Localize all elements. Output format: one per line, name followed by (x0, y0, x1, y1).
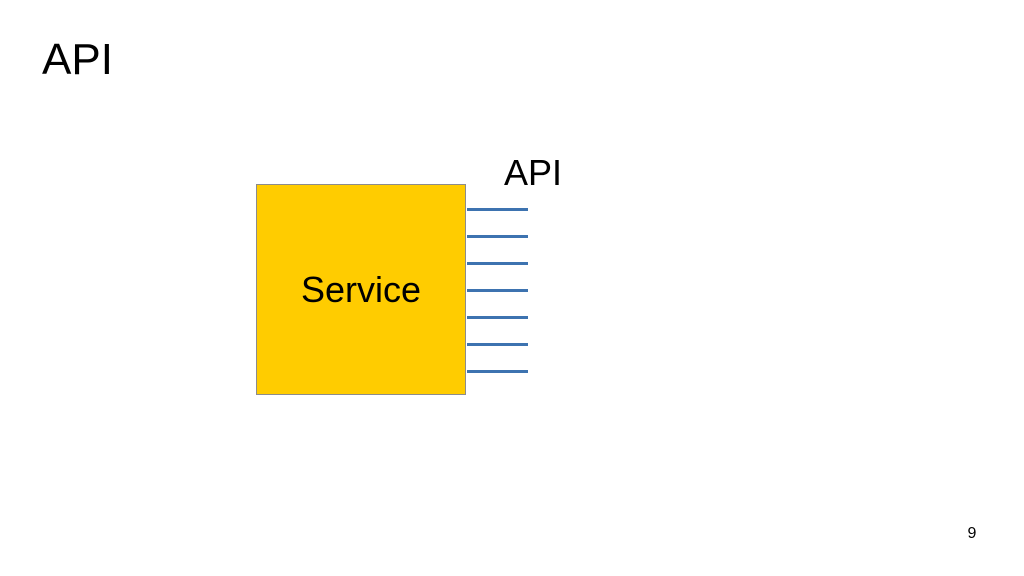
service-label: Service (300, 268, 422, 310)
slide-title: API (42, 35, 113, 84)
page-number: 9 (967, 525, 977, 542)
api-endpoint-line (467, 289, 528, 292)
api-endpoint-line (467, 208, 528, 211)
api-endpoint-line (467, 235, 528, 238)
api-endpoint-line (467, 343, 528, 346)
service-box: Service (256, 184, 466, 395)
api-label: API (504, 152, 563, 193)
api-endpoint-line (467, 370, 528, 373)
api-endpoint-line (467, 262, 528, 265)
api-endpoint-line (467, 316, 528, 319)
